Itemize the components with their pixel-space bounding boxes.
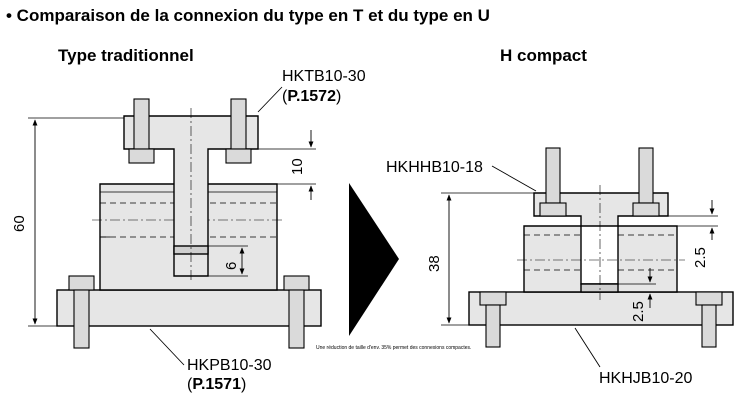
svg-text:HKHHB10-18: HKHHB10-18 (386, 159, 483, 176)
left-dim-flange: 10 (208, 130, 316, 200)
size-reduction-note: Une réduction de taille d'env. 35% perme… (316, 345, 471, 351)
right-top-bolt-2 (632, 147, 660, 217)
svg-text:60: 60 (11, 215, 28, 232)
svg-text:HKHJB10-20: HKHJB10-20 (599, 370, 692, 387)
left-top-bolt-2 (225, 98, 252, 164)
page-heading: • Comparaison de la connexion du type en… (6, 6, 490, 25)
right-dim-upper: 2.5 (668, 200, 718, 268)
right-title: H compact (500, 46, 587, 65)
right-top-bolt-1 (539, 147, 567, 217)
svg-text:HKPB10-30: HKPB10-30 (187, 357, 272, 374)
right-u-block (523, 225, 678, 293)
right-bottom-part-label: HKHJB10-20 (574, 327, 692, 387)
left-bottom-bolt-1 (68, 275, 95, 349)
right-bottom-bolt-1 (479, 291, 507, 348)
left-dim-gap: 6 (208, 245, 248, 277)
svg-text:38: 38 (426, 255, 443, 272)
right-dim-height: 38 (426, 192, 534, 326)
svg-text:HKTB10-30: HKTB10-30 (282, 68, 366, 85)
svg-text:2.5: 2.5 (630, 301, 647, 322)
left-bottom-bolt-2 (283, 275, 310, 349)
comparison-arrow (349, 183, 399, 336)
svg-text:6: 6 (223, 262, 240, 270)
left-title: Type traditionnel (58, 46, 194, 65)
right-bottom-bolt-2 (695, 291, 723, 348)
svg-text:(P.1571): (P.1571) (187, 376, 246, 393)
right-assembly (468, 147, 734, 348)
left-dim-height: 60 (11, 117, 124, 327)
right-dim-lower: 2.5 (618, 268, 656, 322)
left-assembly (56, 98, 322, 349)
left-bottom-plate (56, 289, 322, 327)
left-bottom-part-label: HKPB10-30 (P.1571) (149, 328, 272, 393)
svg-text:2.5: 2.5 (692, 247, 709, 268)
left-top-part-label: HKTB10-30 (P.1572) (257, 68, 366, 113)
svg-text:(P.1572): (P.1572) (282, 88, 341, 105)
left-top-bolt-1 (128, 98, 155, 164)
svg-text:10: 10 (289, 158, 306, 175)
right-bottom-plate (468, 291, 734, 326)
right-top-part-label: HKHHB10-18 (386, 159, 537, 192)
